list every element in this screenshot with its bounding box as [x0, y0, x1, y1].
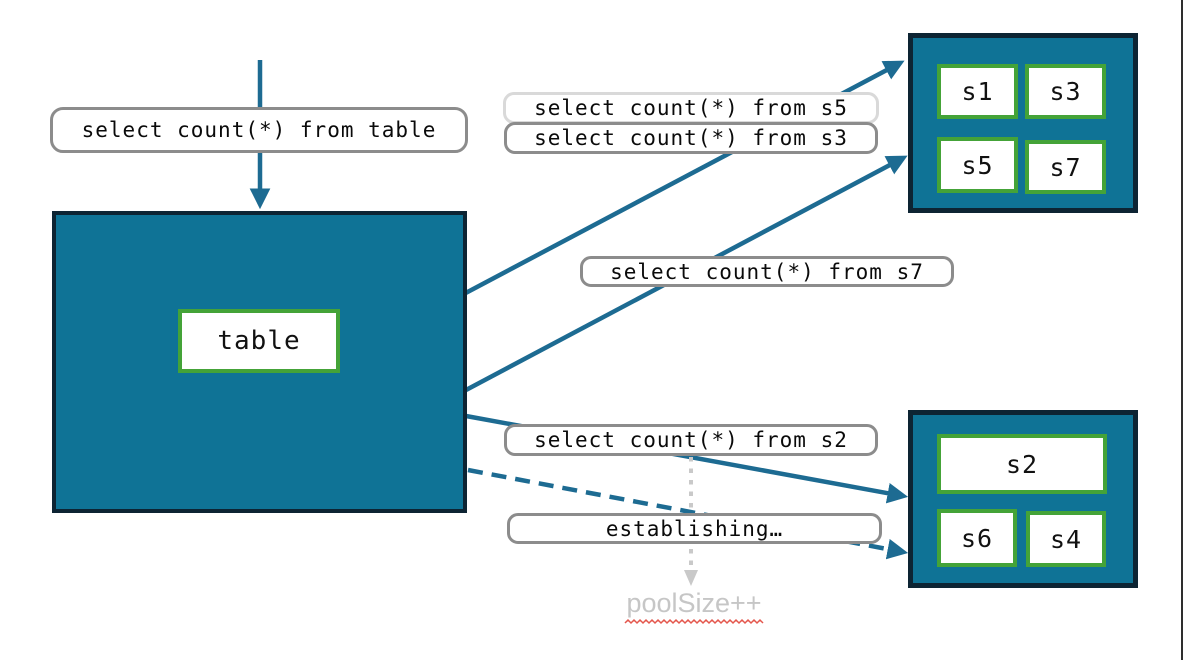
shard-s5: s5 — [937, 137, 1018, 193]
shard-s4: s4 — [1026, 511, 1106, 567]
poolsize-text: poolSize++ — [626, 588, 762, 618]
table-label: table — [178, 309, 340, 373]
shard-s3: s3 — [1025, 64, 1106, 119]
spellcheck-squiggle-icon — [624, 618, 764, 624]
poolsize-arrowhead-icon — [684, 570, 698, 586]
query-label-from-table: select count(*) from table — [50, 107, 468, 153]
query-label-from-s2: select count(*) from s2 — [504, 424, 878, 456]
shard-s1: s1 — [937, 64, 1018, 119]
shard-s7: s7 — [1025, 140, 1106, 194]
slide-right-edge — [1181, 0, 1183, 660]
query-label-from-s7: select count(*) from s7 — [580, 256, 954, 287]
poolsize-caption: poolSize++ — [599, 588, 789, 625]
query-label-from-s5: select count(*) from s5 — [503, 92, 879, 124]
shard-s6: s6 — [937, 509, 1017, 567]
query-label-from-s3: select count(*) from s3 — [504, 122, 878, 154]
establishing-label: establishing… — [507, 513, 882, 544]
shard-s2: s2 — [937, 434, 1107, 494]
shard-group-top: s1 s3 s5 s7 — [908, 33, 1138, 213]
shard-group-bottom: s2 s6 s4 — [908, 410, 1138, 588]
